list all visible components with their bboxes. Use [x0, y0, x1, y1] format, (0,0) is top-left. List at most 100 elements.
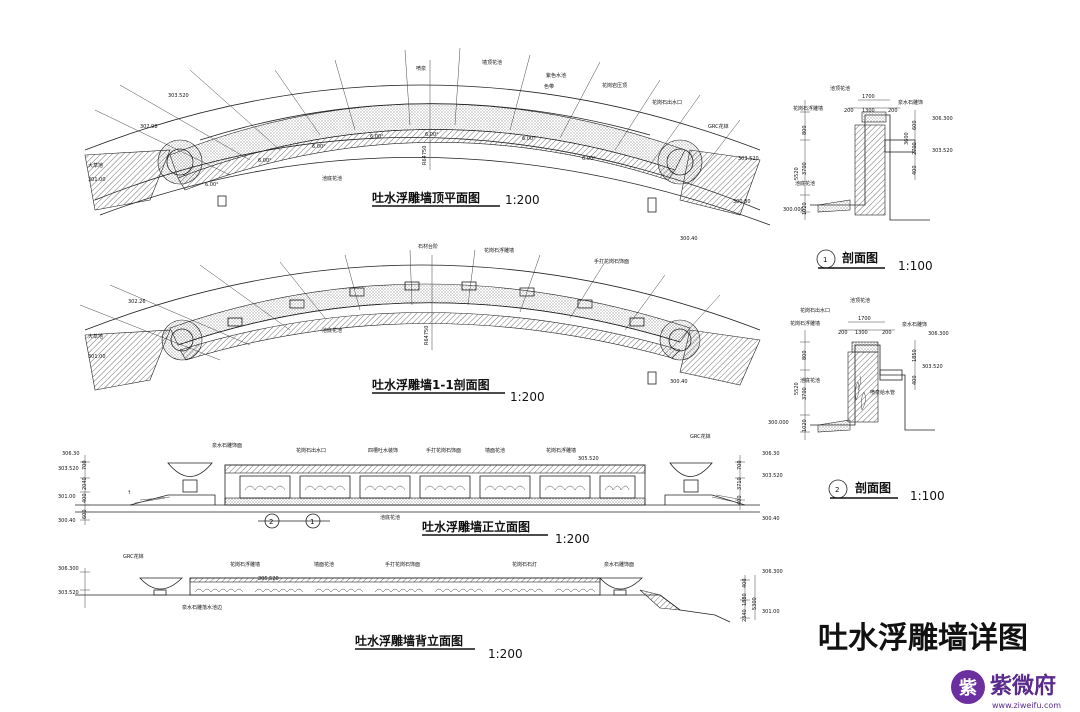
stone-finish-label: 泉水石雕饰面 — [604, 561, 634, 568]
watermark-url: www.ziweifu.com — [992, 701, 1061, 710]
band-label: 色带 — [544, 83, 554, 90]
back-elevation-scale: 1:200 — [488, 647, 523, 661]
elev-label: 303.520 — [168, 93, 189, 99]
section-2-scale: 1:100 — [910, 489, 945, 503]
watermark-brand: 紫微府 — [990, 673, 1056, 699]
dim-label: 200 — [888, 108, 898, 114]
dim-label: 600 — [82, 509, 88, 519]
pipe-label: 喷泉给水管 — [870, 389, 895, 396]
stone-finish-label: 泉水石雕饰 — [902, 321, 927, 328]
dim-label: 400 — [742, 578, 748, 588]
dim-label: 1020 — [802, 202, 808, 215]
relief-wall-label: 花岗石浮雕墙 — [484, 247, 514, 254]
elev-label: 306.300 — [762, 569, 783, 575]
outlet-label: 花岗石出水口 — [652, 99, 682, 106]
dim-label: 400 — [82, 493, 88, 503]
dim-label: 600 — [912, 120, 918, 130]
radius-label: R64750 — [422, 146, 428, 165]
relief-wall-label: 花岗石浮雕墙 — [546, 447, 576, 454]
section-1-title: 剖面图 — [842, 250, 878, 265]
relief-wall-label: 花岗石浮雕墙 — [230, 561, 260, 568]
pool-label: 池底花池 — [322, 327, 342, 334]
lamp-label: 花岗石石灯 — [512, 561, 537, 568]
dim-label: 700 — [82, 460, 88, 470]
dim-label: 1020 — [802, 419, 808, 432]
step-label: 石材台阶 — [418, 243, 438, 250]
dim-label: 1850 — [912, 349, 918, 362]
dim-label: 2340 — [742, 609, 748, 622]
angle-label: 6.00° — [582, 156, 596, 162]
angle-label: 6.00° — [312, 144, 326, 150]
wall-planter-label: 墙面花池 — [314, 561, 334, 568]
back-elevation-view — [75, 568, 756, 623]
elev-label: 300.80 — [733, 199, 751, 205]
coping-planter-label: 池顶花池 — [850, 297, 870, 304]
back-elevation-labels: GRC花钵 306.300 303.520 305.520 花岗石浮雕墙 墙面花… — [58, 553, 783, 661]
elev-label: 306.30 — [62, 451, 80, 457]
grc-pot-label: GRC花钵 — [123, 553, 144, 560]
wall-top-label: 墙顶花池 — [482, 59, 502, 66]
elev-label: 303.520 — [922, 364, 943, 370]
elev-label: 301.00 — [58, 494, 76, 500]
section-2-view — [800, 321, 935, 499]
dim-label: 1700 — [858, 316, 871, 322]
water-pool-label: 紫色水池 — [546, 72, 566, 79]
fountain-label: 喷泉 — [416, 65, 426, 72]
dim-label: 5300 — [752, 597, 758, 610]
dim-label: 700 — [737, 460, 743, 470]
dim-label: 200 — [882, 330, 892, 336]
section-plan-view — [79, 249, 761, 391]
elev-label: 300.000 — [768, 420, 789, 426]
watermark-logo — [951, 670, 985, 704]
dim-label: 3710 — [737, 477, 743, 490]
dim-label: 3700 — [802, 387, 808, 400]
front-elevation-scale: 1:200 — [555, 532, 590, 546]
elev-label: 300.40 — [670, 379, 688, 385]
section-marker: 2 — [269, 518, 273, 526]
elev-label: 301.00 — [88, 177, 106, 183]
elev-label: 300.000 — [783, 207, 804, 213]
dim-label: 400 — [912, 375, 918, 385]
grc-pot-label: GRC花钵 — [708, 123, 729, 130]
elev-label: 302.98 — [140, 124, 158, 130]
granite-finish-label: 手打花岗石饰面 — [594, 258, 629, 265]
wall-planter-label: 墙面花池 — [485, 447, 505, 454]
pool-edge-label: 泉水石雕落水池边 — [182, 604, 222, 611]
dim-label: 400 — [737, 495, 743, 505]
pool-label: 池底花池 — [322, 175, 342, 182]
spout-label: 四槽吐水装饰 — [368, 447, 398, 454]
dim-label: 800 — [802, 125, 808, 135]
granite-finish-label: 手打花岗石饰面 — [385, 561, 420, 568]
dim-label: 3600 — [904, 132, 910, 145]
top-plan-title: 吐水浮雕墙顶平面图 — [372, 190, 480, 205]
watermark-mark: 紫 — [959, 677, 977, 699]
elev-label: 306.30 — [762, 451, 780, 457]
section-1-view — [800, 99, 930, 269]
section-plan-labels: 302.26 301.00 大草地 300.40 R64750 石材台阶 花岗石… — [88, 243, 688, 404]
sheet-title: 吐水浮雕墙详图 — [818, 621, 1028, 656]
elev-label: 300.40 — [58, 518, 76, 524]
elev-label: 303.520 — [738, 156, 759, 162]
dim-label: 2040 — [82, 477, 88, 490]
dim-label: 1300 — [855, 330, 868, 336]
elev-label: 302.26 — [128, 299, 146, 305]
angle-label: 6.00° — [258, 158, 272, 164]
relief-wall-label: 花岗石浮雕墙 — [793, 105, 823, 112]
dim-label: 200 — [844, 108, 854, 114]
angle-label: 6.00° — [370, 134, 384, 140]
radius-label: R64750 — [424, 326, 430, 345]
stone-finish-label: 泉水石雕饰 — [898, 99, 923, 106]
section-1-labels: 1700 200 1300 200 池顶花池 花岗石浮雕墙 泉水石雕饰 306.… — [783, 85, 953, 273]
elev-label: 301.00 — [88, 354, 106, 360]
dim-label: 1880 — [742, 593, 748, 606]
top-plan-scale: 1:200 — [505, 193, 540, 207]
elev-label: 303.520 — [58, 466, 79, 472]
coping-label: 花岗岩压顶 — [602, 82, 627, 89]
elev-label: 303.520 — [58, 590, 79, 596]
pool-label: 池底花池 — [380, 514, 400, 521]
relief-wall-label: 花岗石浮雕墙 — [790, 320, 820, 327]
angle-label: 6.00° — [425, 132, 439, 138]
top-plan-view — [84, 47, 771, 226]
dim-label: 1300 — [862, 108, 875, 114]
